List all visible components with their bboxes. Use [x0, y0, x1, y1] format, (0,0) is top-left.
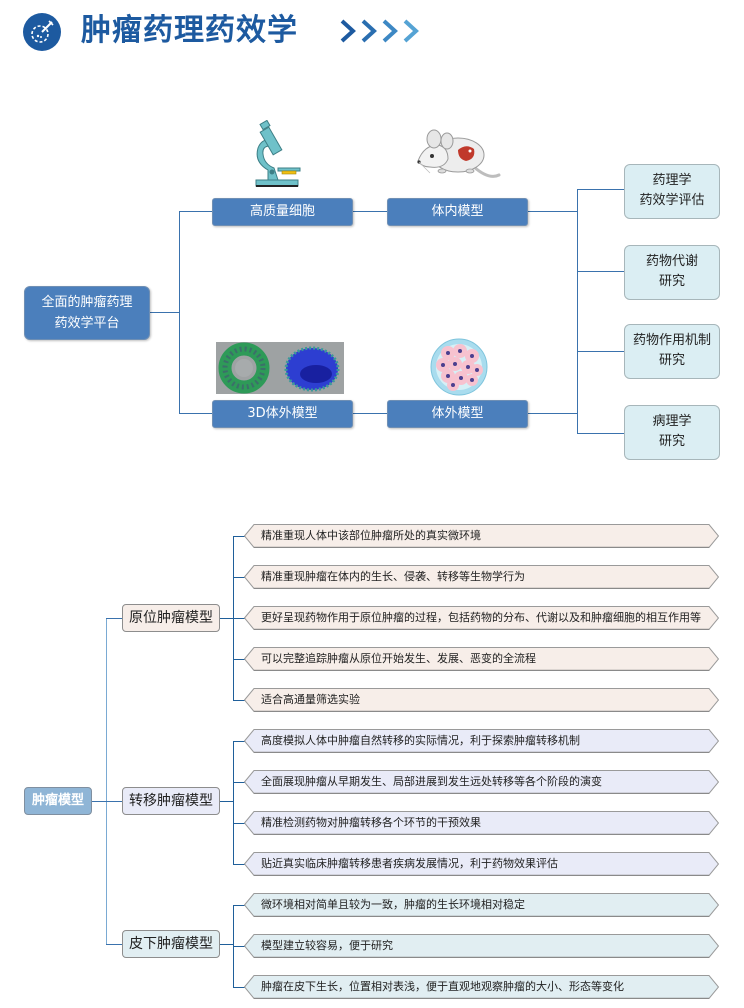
list-item: 精准重现肿瘤在体内的生长、侵袭、转移等生物学行为	[244, 565, 719, 589]
connector	[106, 618, 107, 945]
connector	[92, 801, 106, 802]
list-item: 精准检测药物对肿瘤转移各个环节的干预效果	[244, 811, 719, 835]
list-item: 精准重现人体中该部位肿瘤所处的真实微环境	[244, 524, 719, 548]
connector	[179, 211, 212, 212]
research-label: 研究	[658, 353, 685, 368]
connector	[233, 782, 245, 783]
connector	[233, 864, 245, 865]
research-node-metabolism: 药物代谢 研究	[624, 245, 720, 300]
research-label: 病理学	[652, 414, 692, 429]
spheroid-images	[216, 342, 344, 394]
connector	[233, 987, 245, 988]
list-item-text: 可以完整追踪肿瘤从原位开始发生、发展、恶变的全流程	[261, 652, 536, 665]
platform-root-line2: 药效学平台	[54, 316, 120, 331]
research-label: 药物代谢	[645, 254, 698, 269]
tumor-model-root: 肿瘤模型	[24, 787, 92, 815]
connector	[233, 905, 245, 906]
connector	[220, 801, 233, 802]
category-metastatic: 转移肿瘤模型	[122, 787, 220, 815]
mouse-icon	[414, 125, 502, 194]
connector	[528, 211, 578, 212]
connector	[577, 189, 624, 190]
connector	[106, 618, 122, 619]
model-node-high-quality-cells: 高质量细胞	[212, 198, 353, 226]
page-title: 肿瘤药理药效学	[81, 13, 298, 48]
list-item-text: 贴近真实临床肿瘤转移患者疾病发展情况，利于药物效果评估	[261, 857, 558, 870]
list-item: 肿瘤在皮下生长，位置相对表浅，便于直观地观察肿瘤的大小、形态等变化	[244, 975, 719, 999]
connector	[577, 189, 578, 434]
research-label: 研究	[658, 434, 685, 449]
list-item: 高度模拟人体中肿瘤自然转移的实际情况，利于探索肿瘤转移机制	[244, 729, 719, 753]
list-item: 贴近真实临床肿瘤转移患者疾病发展情况，利于药物效果评估	[244, 852, 719, 876]
research-label: 药效学评估	[639, 193, 705, 208]
research-node-mechanism: 药物作用机制 研究	[624, 324, 720, 379]
connector	[233, 577, 245, 578]
connector	[179, 211, 180, 414]
connector	[233, 536, 245, 537]
connector	[106, 944, 122, 945]
research-label: 药物作用机制	[632, 333, 711, 348]
model-node-in-vitro: 体外模型	[387, 400, 528, 428]
connector	[353, 211, 387, 212]
list-item-text: 肿瘤在皮下生长，位置相对表浅，便于直观地观察肿瘤的大小、形态等变化	[261, 980, 624, 993]
list-item: 模型建立较容易，便于研究	[244, 934, 719, 958]
research-node-pharmacology: 药理学 药效学评估	[624, 164, 720, 219]
list-item-text: 微环境相对简单且较为一致，肿瘤的生长环境相对稳定	[261, 898, 525, 911]
connector	[577, 433, 624, 434]
connector	[220, 618, 233, 619]
model-node-in-vivo: 体内模型	[387, 198, 528, 226]
connector	[577, 271, 624, 272]
connector	[179, 413, 212, 414]
connector	[353, 413, 387, 414]
platform-root-node: 全面的肿瘤药理 药效学平台	[24, 286, 150, 340]
list-item-text: 全面展现肿瘤从早期发生、局部进展到发生远处转移等各个阶段的演变	[261, 775, 602, 788]
model-node-3d-in-vitro: 3D体外模型	[212, 400, 353, 428]
connector	[150, 312, 179, 313]
microscope-badge-icon	[23, 13, 61, 51]
platform-root-line1: 全面的肿瘤药理	[41, 295, 133, 310]
connector	[106, 801, 122, 802]
list-item-text: 高度模拟人体中肿瘤自然转移的实际情况，利于探索肿瘤转移机制	[261, 734, 580, 747]
list-item: 微环境相对简单且较为一致，肿瘤的生长环境相对稳定	[244, 893, 719, 917]
list-item: 全面展现肿瘤从早期发生、局部进展到发生远处转移等各个阶段的演变	[244, 770, 719, 794]
cell-dish-icon	[428, 338, 490, 400]
category-orthotopic: 原位肿瘤模型	[122, 604, 220, 632]
list-item-text: 适合高通量筛选实验	[261, 693, 360, 706]
connector	[233, 946, 245, 947]
connector	[577, 351, 624, 352]
connector	[233, 741, 245, 742]
category-subcutaneous: 皮下肿瘤模型	[122, 930, 220, 958]
connector	[220, 944, 233, 945]
list-item-text: 精准重现肿瘤在体内的生长、侵袭、转移等生物学行为	[261, 570, 525, 583]
connector	[528, 413, 578, 414]
research-label: 药理学	[652, 173, 692, 188]
connector	[233, 659, 245, 660]
research-node-pathology: 病理学 研究	[624, 405, 720, 460]
connector	[233, 741, 234, 865]
list-item-text: 精准重现人体中该部位肿瘤所处的真实微环境	[261, 529, 481, 542]
microscope-icon	[248, 119, 304, 194]
list-item: 更好呈现药物作用于原位肿瘤的过程，包括药物的分布、代谢以及和肿瘤细胞的相互作用等	[244, 606, 719, 630]
connector	[233, 823, 245, 824]
connector	[233, 618, 245, 619]
research-label: 研究	[658, 274, 685, 289]
list-item: 可以完整追踪肿瘤从原位开始发生、发展、恶变的全流程	[244, 647, 719, 671]
connector	[233, 700, 245, 701]
chevrons-right-icon	[338, 16, 428, 50]
list-item-text: 更好呈现药物作用于原位肿瘤的过程，包括药物的分布、代谢以及和肿瘤细胞的相互作用等	[261, 611, 701, 624]
list-item-text: 模型建立较容易，便于研究	[261, 939, 393, 952]
list-item-text: 精准检测药物对肿瘤转移各个环节的干预效果	[261, 816, 481, 829]
list-item: 适合高通量筛选实验	[244, 688, 719, 712]
